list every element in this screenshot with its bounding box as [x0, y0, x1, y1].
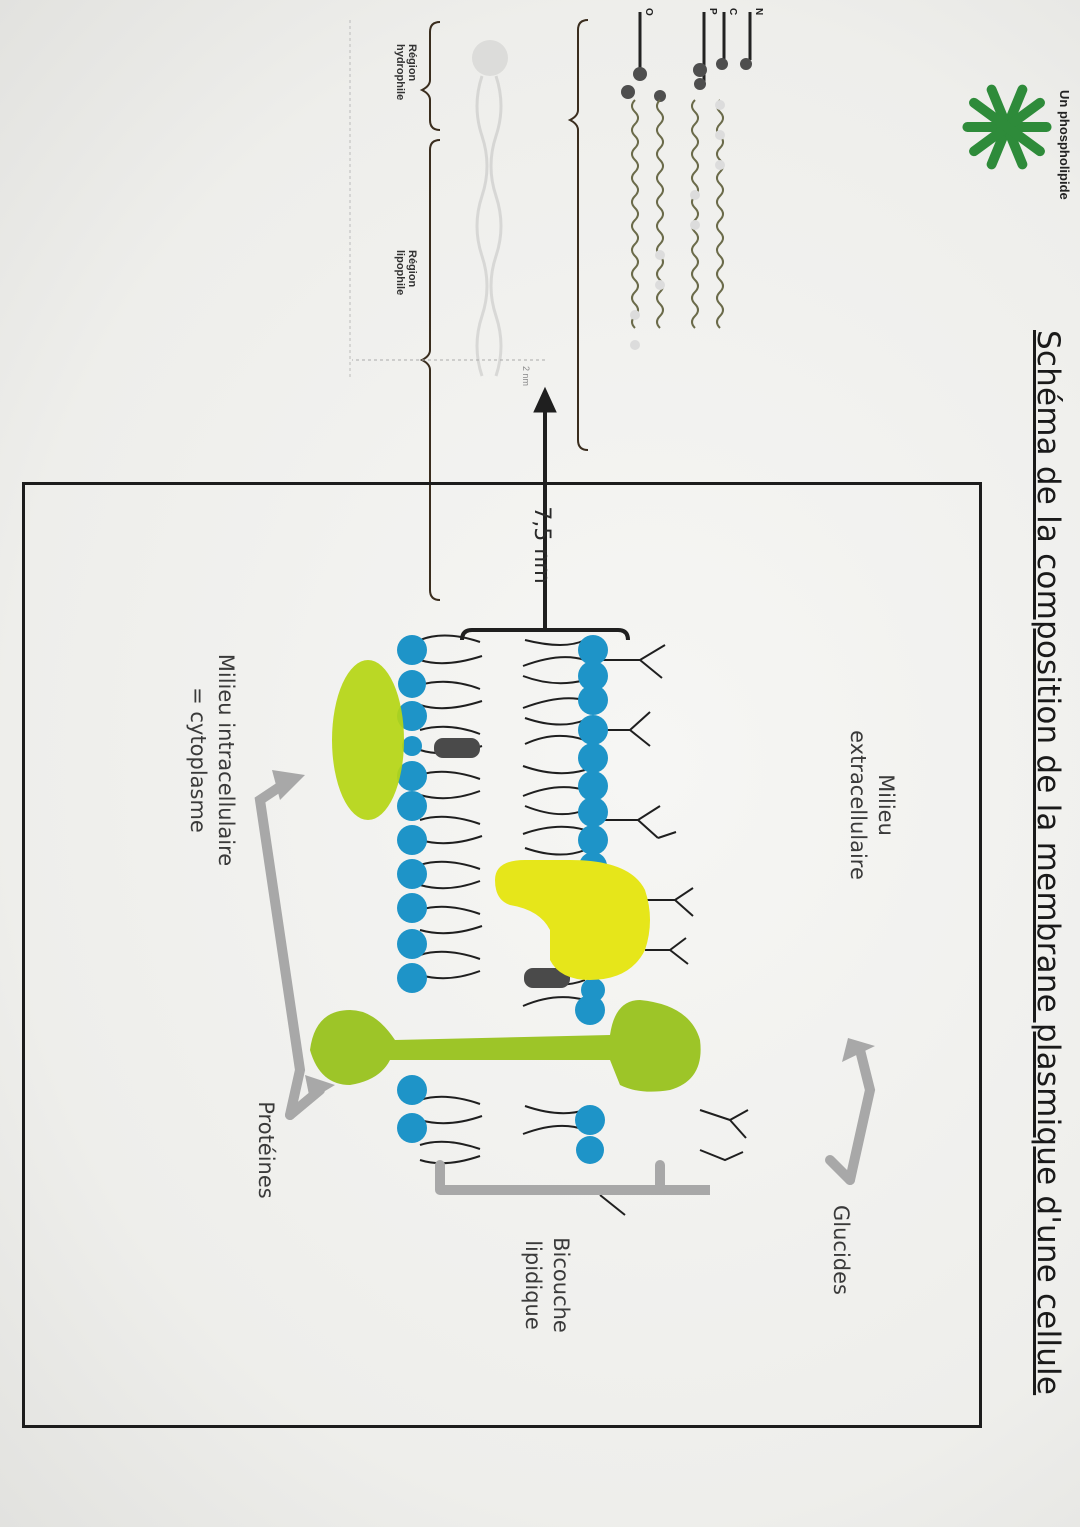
intracellular-label-line1: Milieu intracellulaire	[214, 653, 238, 867]
transmembrane-protein	[310, 1000, 701, 1092]
inner-leaflet-heads	[397, 635, 427, 1143]
cholesterol	[434, 738, 570, 988]
surface-protein	[495, 860, 650, 980]
thickness-arrow	[460, 386, 630, 641]
proteins-label: Protéines	[254, 1101, 278, 1199]
phospholipid-inset: N C P O Un phospholipide Région hydrophi…	[280, 0, 1080, 601]
bilayer-label: Bicouche lipidique	[521, 1237, 573, 1333]
phospholipid-molecule-drawing	[349, 12, 752, 601]
intracellular-label-line2: = cytoplasme	[186, 687, 210, 833]
glucides-label: Glucides	[829, 1205, 853, 1295]
extracellular-label: Milieu extracellulaire	[846, 730, 898, 880]
asterisk-star-icon	[962, 84, 1052, 170]
thickness-label: 7,5 nm	[529, 506, 554, 584]
intracellular-label: Milieu intracellulaire = cytoplasme	[184, 620, 240, 900]
label-arrows	[254, 775, 876, 1195]
peripheral-protein	[332, 660, 404, 820]
